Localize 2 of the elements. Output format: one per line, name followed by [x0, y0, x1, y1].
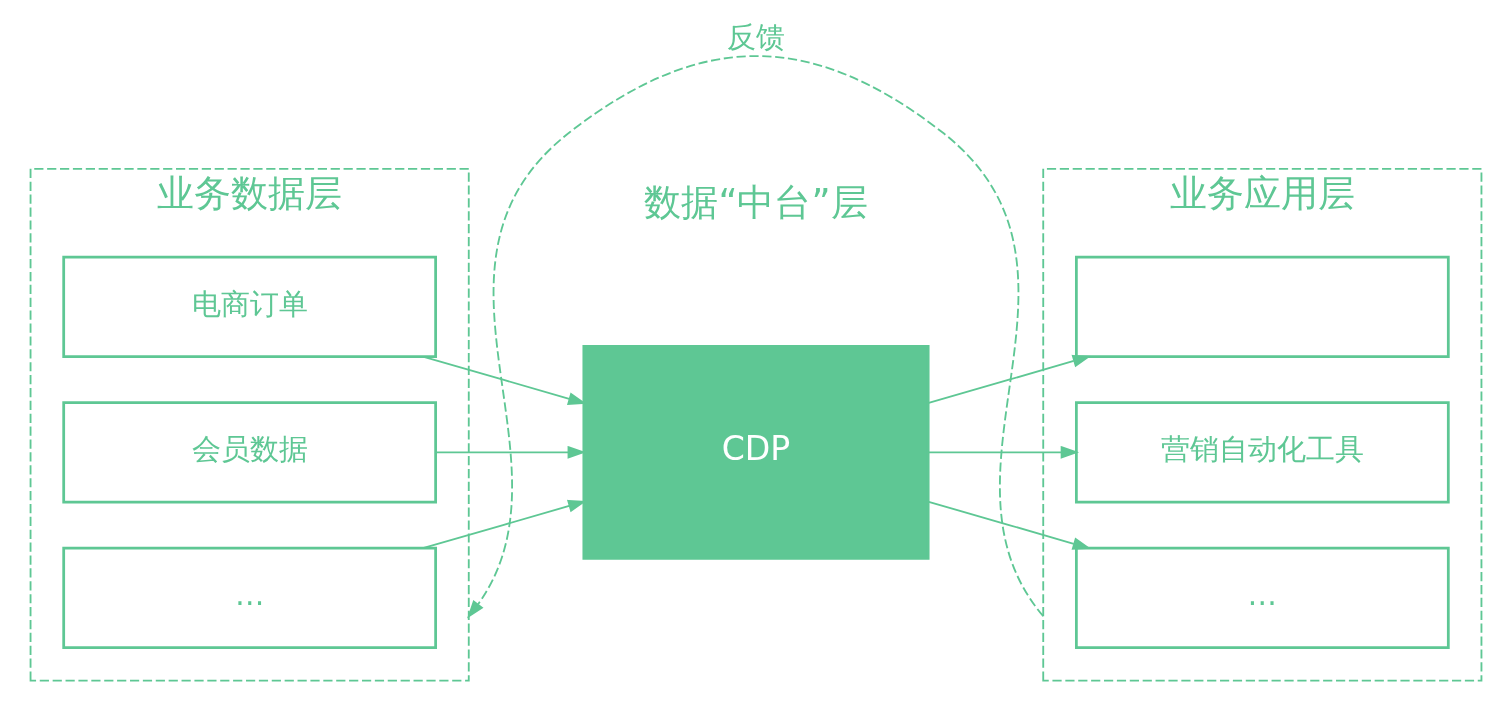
label: 数据“中台”层 [644, 180, 868, 224]
edge-label: 反馈 [727, 19, 785, 54]
